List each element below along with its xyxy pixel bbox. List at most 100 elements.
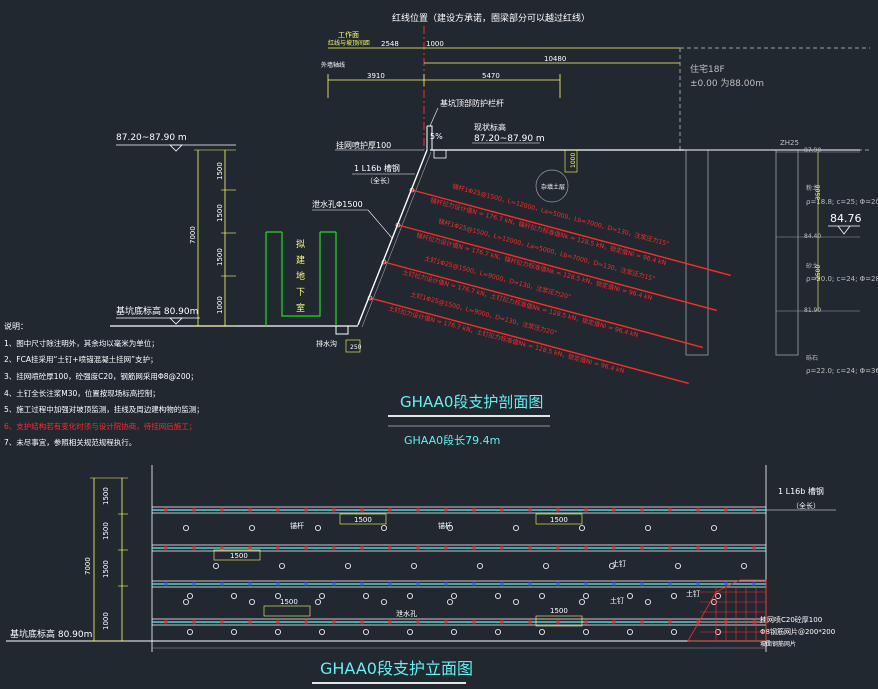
drain-hole bbox=[513, 599, 520, 606]
anchor-head-2 bbox=[395, 222, 401, 228]
spacing-2: 1500 bbox=[550, 516, 568, 524]
drain-hole bbox=[344, 563, 351, 570]
anchor-point bbox=[640, 508, 644, 512]
anchor-point bbox=[668, 508, 672, 512]
elevation-title: GHAA0段支护立面图 bbox=[320, 659, 473, 678]
anchor-point bbox=[192, 546, 196, 550]
drain-hole bbox=[450, 593, 457, 600]
slope-pct: 5% bbox=[430, 132, 443, 141]
spacing-box-1 bbox=[339, 513, 387, 525]
anchor-point bbox=[528, 546, 532, 550]
drain-hole bbox=[741, 563, 748, 570]
slope-face-inner bbox=[361, 151, 432, 328]
anchor-point bbox=[696, 508, 700, 512]
surface-label: 现状标高 bbox=[474, 122, 506, 132]
ditch-dim-box bbox=[345, 339, 361, 353]
elev-label-drain: 泄水孔 bbox=[396, 609, 417, 618]
basement-char-5: 室 bbox=[296, 302, 305, 314]
building-elevation: ±0.00 为88.00m bbox=[690, 77, 764, 89]
drain-hole bbox=[711, 525, 718, 532]
anchor-point bbox=[416, 582, 420, 586]
anchor-point bbox=[192, 582, 196, 586]
anchor-point bbox=[584, 582, 588, 586]
anchor-point bbox=[612, 620, 616, 624]
drain-hole bbox=[318, 629, 325, 636]
drain-hole bbox=[230, 593, 237, 600]
drain-hole bbox=[645, 599, 652, 606]
soil-circle-label: 杂填土层 bbox=[541, 183, 565, 191]
drain-hole bbox=[671, 593, 678, 600]
guardrail-leader bbox=[429, 107, 439, 127]
work-face-sub: 红线与坡顶间距 bbox=[328, 39, 370, 47]
soil-level-text-1: 87.90 bbox=[804, 147, 821, 154]
anchor-point bbox=[668, 582, 672, 586]
drain-hole bbox=[450, 629, 457, 636]
spacing-4: 1500 bbox=[280, 598, 298, 606]
drain-hole bbox=[579, 599, 586, 606]
anchor-point bbox=[640, 582, 644, 586]
elev-steel-sub: （全长） bbox=[792, 501, 820, 510]
anchor-point bbox=[752, 508, 756, 512]
anchor-point bbox=[248, 546, 252, 550]
drain-hole bbox=[380, 525, 387, 532]
drain-hole bbox=[675, 563, 682, 570]
basement-char-2: 建 bbox=[296, 254, 305, 266]
drain-hole bbox=[314, 525, 321, 532]
anchor-point bbox=[472, 508, 476, 512]
drain-hole bbox=[186, 593, 193, 600]
guard-rail bbox=[426, 125, 433, 150]
note-3: 3、挂网喷砼厚100，砼强度C20，钢筋网采用Φ8@200； bbox=[4, 371, 198, 381]
elev-h-4: 1000 bbox=[102, 612, 110, 630]
drain-hole bbox=[230, 629, 237, 636]
mesh-detail bbox=[687, 579, 767, 642]
basement-char-1: 拟 bbox=[296, 238, 305, 250]
spacing-box-5 bbox=[535, 615, 583, 627]
anchor-point bbox=[276, 582, 280, 586]
spacing-box-4 bbox=[263, 605, 311, 617]
dim-10480: 10480 bbox=[544, 55, 566, 63]
drain-hole bbox=[476, 563, 483, 570]
drain-hole bbox=[446, 599, 453, 606]
anchor-point bbox=[248, 582, 252, 586]
anchor-point bbox=[360, 620, 364, 624]
basement-char-3: 地 bbox=[296, 270, 305, 282]
steel-label: 1 L16b 槽钢 bbox=[354, 163, 400, 173]
drain-hole bbox=[274, 629, 281, 636]
anchor-point bbox=[332, 546, 336, 550]
building-label: 住宅18F bbox=[690, 63, 725, 75]
mesh-grid bbox=[700, 588, 767, 641]
elev-label-anchor-1: 锚杆 bbox=[290, 521, 304, 530]
drain-hole bbox=[248, 525, 255, 532]
note-2: 2、FCA挂采用“土钉+喷锚混凝土挂网”支护； bbox=[4, 354, 158, 364]
anchor-point bbox=[752, 546, 756, 550]
work-face-label: 工作面 bbox=[338, 30, 359, 39]
anchor-point bbox=[248, 508, 252, 512]
anchor-point bbox=[192, 620, 196, 624]
pile-label: ZH25 bbox=[780, 139, 799, 147]
anchor-point bbox=[164, 620, 168, 624]
legend-shotcrete: 挂网喷C20砼厚100 bbox=[760, 615, 822, 624]
anchor-point bbox=[444, 620, 448, 624]
anchor-point bbox=[528, 620, 532, 624]
drain-hole bbox=[380, 599, 387, 606]
elev-label-nail-3: 土钉 bbox=[686, 589, 700, 598]
drain-depth-label: 1000 bbox=[570, 153, 577, 168]
notes-heading: 说明： bbox=[4, 321, 28, 331]
legend-mesh: Φ8钢筋网片@200*200 bbox=[760, 627, 835, 636]
anchor-point bbox=[332, 620, 336, 624]
anchor-point bbox=[640, 546, 644, 550]
base-elev-label: 基坑底标高 80.90m bbox=[116, 305, 198, 317]
anchor-point bbox=[444, 546, 448, 550]
anchor-point bbox=[220, 620, 224, 624]
drain-hole bbox=[410, 563, 417, 570]
anchor-point bbox=[584, 620, 588, 624]
height-seg-4: 1000 bbox=[216, 296, 224, 314]
soil-level-text-3: 81.90 bbox=[804, 307, 821, 314]
drain-hole bbox=[248, 599, 255, 606]
drain-hole bbox=[406, 629, 413, 636]
anchor-point bbox=[696, 620, 700, 624]
drain-hole bbox=[314, 599, 321, 606]
anchor-point bbox=[668, 620, 672, 624]
anchor-point bbox=[584, 546, 588, 550]
